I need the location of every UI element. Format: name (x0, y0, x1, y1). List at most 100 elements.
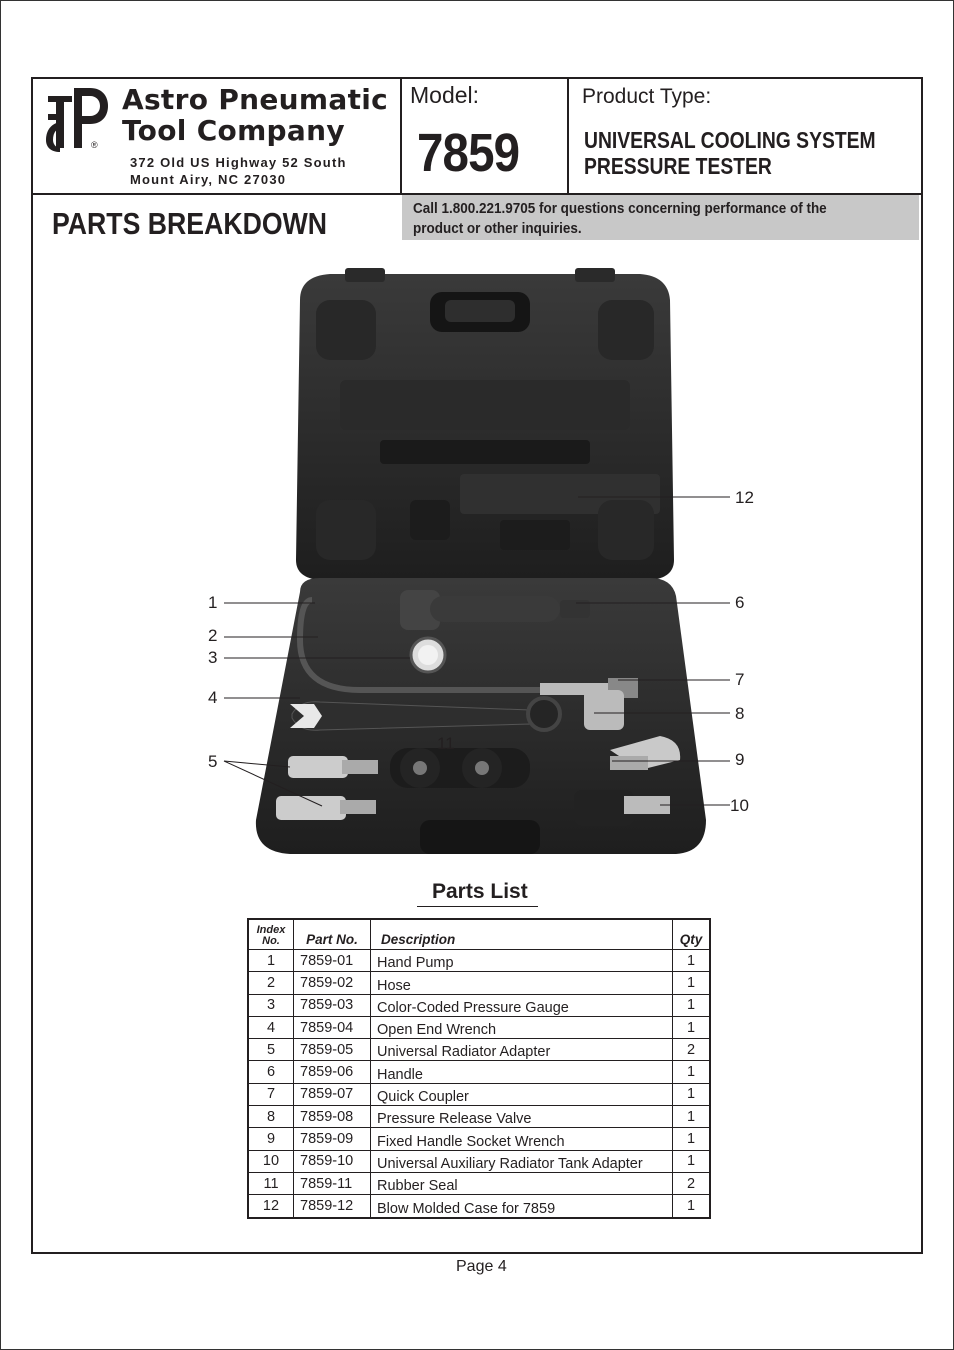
callout-10: 10 (730, 796, 749, 815)
header-description: Description (370, 918, 673, 950)
cell-description: Quick Coupler (370, 1082, 673, 1107)
callout-9: 9 (735, 750, 745, 769)
cell-part-no: 7859-09 (293, 1127, 371, 1151)
cell-index: 9 (247, 1127, 294, 1151)
header-index-line2: No. (262, 935, 280, 947)
cell-index: 6 (247, 1060, 294, 1084)
call-box (402, 195, 919, 240)
cell-index: 1 (247, 948, 294, 973)
product-type-value: UNIVERSAL COOLING SYSTEM PRESSURE TESTER (584, 127, 876, 179)
model-number: 7859 (417, 123, 520, 183)
cell-description: Blow Molded Case for 7859 (370, 1194, 673, 1219)
callout-5: 5 (208, 752, 218, 771)
cell-index: 8 (247, 1105, 294, 1129)
header-divider (31, 193, 923, 195)
case-diagram (223, 268, 730, 854)
callout-12: 12 (735, 488, 754, 507)
cell-index: 5 (247, 1038, 294, 1062)
cell-qty: 1 (672, 1194, 711, 1219)
parts-list-underline (417, 906, 538, 907)
model-label: Model: (410, 82, 480, 108)
cell-description: Color-Coded Pressure Gauge (370, 993, 673, 1017)
header-index: Index No. (247, 918, 294, 950)
cell-qty: 1 (672, 1149, 711, 1173)
page-number: Page 4 (456, 1258, 507, 1275)
callout-3: 3 (208, 648, 218, 667)
cell-qty: 1 (672, 1127, 711, 1151)
parts-list-title: Parts List (432, 880, 528, 903)
callout-4: 4 (208, 688, 218, 707)
callout-11: 11 (437, 734, 455, 753)
product-type-line1: UNIVERSAL COOLING SYSTEM (584, 127, 876, 153)
cell-index: 10 (247, 1149, 294, 1173)
cell-description: Open End Wrench (370, 1015, 673, 1040)
cell-part-no: 7859-06 (293, 1060, 371, 1084)
cell-part-no: 7859-10 (293, 1149, 371, 1173)
cell-description: Handle (370, 1060, 673, 1084)
parts-table-header: Index No. Part No. Description Qty (247, 918, 711, 950)
callout-1: 1 (208, 593, 218, 612)
cell-index: 12 (247, 1194, 294, 1219)
cell-qty: 1 (672, 993, 711, 1017)
cell-index: 3 (247, 993, 294, 1017)
cell-description: Hand Pump (370, 948, 673, 973)
cell-description: Pressure Release Valve (370, 1105, 673, 1129)
cell-part-no: 7859-12 (293, 1194, 371, 1219)
cell-qty: 1 (672, 1015, 711, 1040)
content-frame (31, 77, 923, 1254)
cell-part-no: 7859-08 (293, 1105, 371, 1129)
cell-description: Universal Radiator Adapter (370, 1038, 673, 1062)
product-type-line2: PRESSURE TESTER (584, 153, 772, 179)
cell-part-no: 7859-04 (293, 1015, 371, 1040)
svg-text:®: ® (91, 140, 98, 150)
product-type-label: Product Type: (582, 85, 712, 108)
company-name: Astro Pneumatic Tool Company (122, 84, 388, 146)
cell-qty: 2 (672, 1171, 711, 1196)
callout-7: 7 (735, 670, 745, 689)
section-title: PARTS BREAKDOWN (52, 206, 327, 241)
cell-qty: 1 (672, 1060, 711, 1084)
astro-logo-icon: ® (46, 88, 108, 152)
cell-description: Universal Auxiliary Radiator Tank Adapte… (370, 1149, 673, 1173)
callout-2: 2 (208, 626, 218, 645)
cell-description: Fixed Handle Socket Wrench (370, 1127, 673, 1151)
cell-part-no: 7859-11 (293, 1171, 371, 1196)
cell-part-no: 7859-07 (293, 1082, 371, 1107)
callout-6: 6 (735, 593, 745, 612)
header-part-no: Part No. (293, 918, 371, 950)
cell-part-no: 7859-05 (293, 1038, 371, 1062)
header-qty: Qty (672, 918, 711, 950)
company-name-line2: Tool Company (122, 114, 345, 147)
header-divider-model (400, 77, 402, 194)
company-address: 372 Old US Highway 52 South Mount Airy, … (130, 154, 347, 188)
cell-index: 4 (247, 1015, 294, 1040)
header-divider-type (567, 77, 569, 194)
callout-8: 8 (735, 704, 745, 723)
call-text: Call 1.800.221.9705 for questions concer… (413, 201, 827, 237)
cell-index: 2 (247, 971, 294, 995)
address-line1: 372 Old US Highway 52 South (130, 155, 347, 170)
cell-qty: 2 (672, 1038, 711, 1062)
cell-index: 7 (247, 1082, 294, 1107)
address-line2: Mount Airy, NC 27030 (130, 172, 287, 187)
cell-qty: 1 (672, 1105, 711, 1129)
cell-qty: 1 (672, 1082, 711, 1107)
header-index-line1: Index (256, 924, 286, 936)
company-name-line1: Astro Pneumatic (122, 83, 389, 116)
cell-description: Rubber Seal (370, 1171, 673, 1196)
cell-part-no: 7859-02 (293, 971, 371, 995)
cell-part-no: 7859-01 (293, 948, 371, 973)
cell-index: 11 (247, 1171, 294, 1196)
